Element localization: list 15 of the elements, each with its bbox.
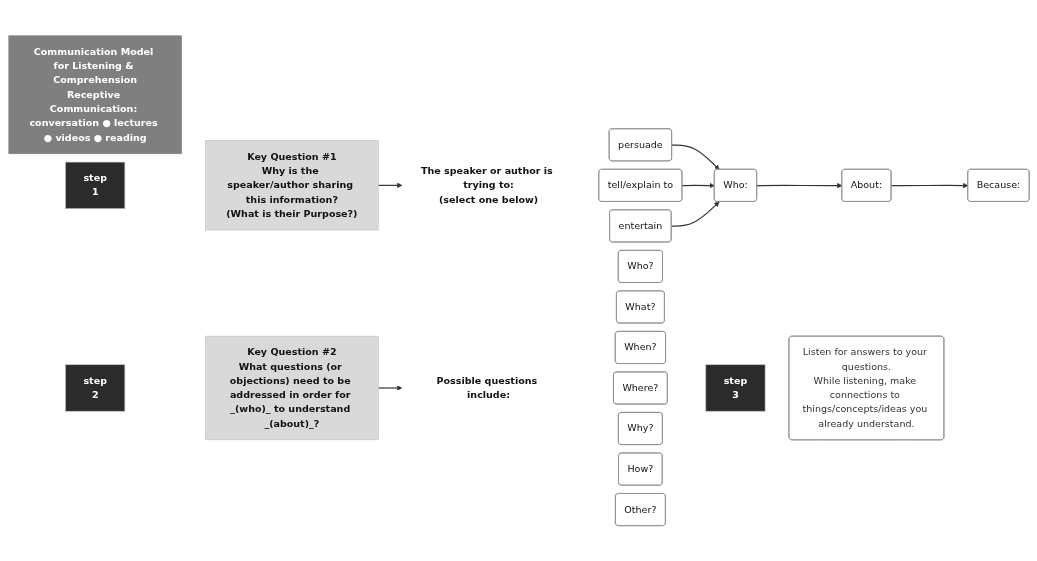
node-box: Key Question #2 What questions (or objections) need to be addressed in order for _(who)_ to understand _(about)_? <box>204 335 379 440</box>
node-box: Communication Model for Listening & Comprehension Receptive Communication: conversation ● lectures ● videos ● reading <box>7 35 182 154</box>
arrow <box>755 182 842 189</box>
arrow <box>377 182 402 188</box>
arrow <box>890 182 968 188</box>
node-box: step 3 <box>705 364 765 412</box>
arrow <box>670 144 719 170</box>
arrow <box>377 385 402 391</box>
node-text: The speaker or author is trying to: (select one below) <box>420 164 553 205</box>
node-box: Key Question #1 Why is the speaker/author sharing this information? (What is their Purpose?) <box>204 140 379 231</box>
arrow <box>681 182 715 188</box>
node-box: step 1 <box>64 161 125 209</box>
node-box: step 2 <box>64 364 125 412</box>
node-text: Possible questions include: <box>436 374 537 401</box>
arrow <box>670 201 719 227</box>
